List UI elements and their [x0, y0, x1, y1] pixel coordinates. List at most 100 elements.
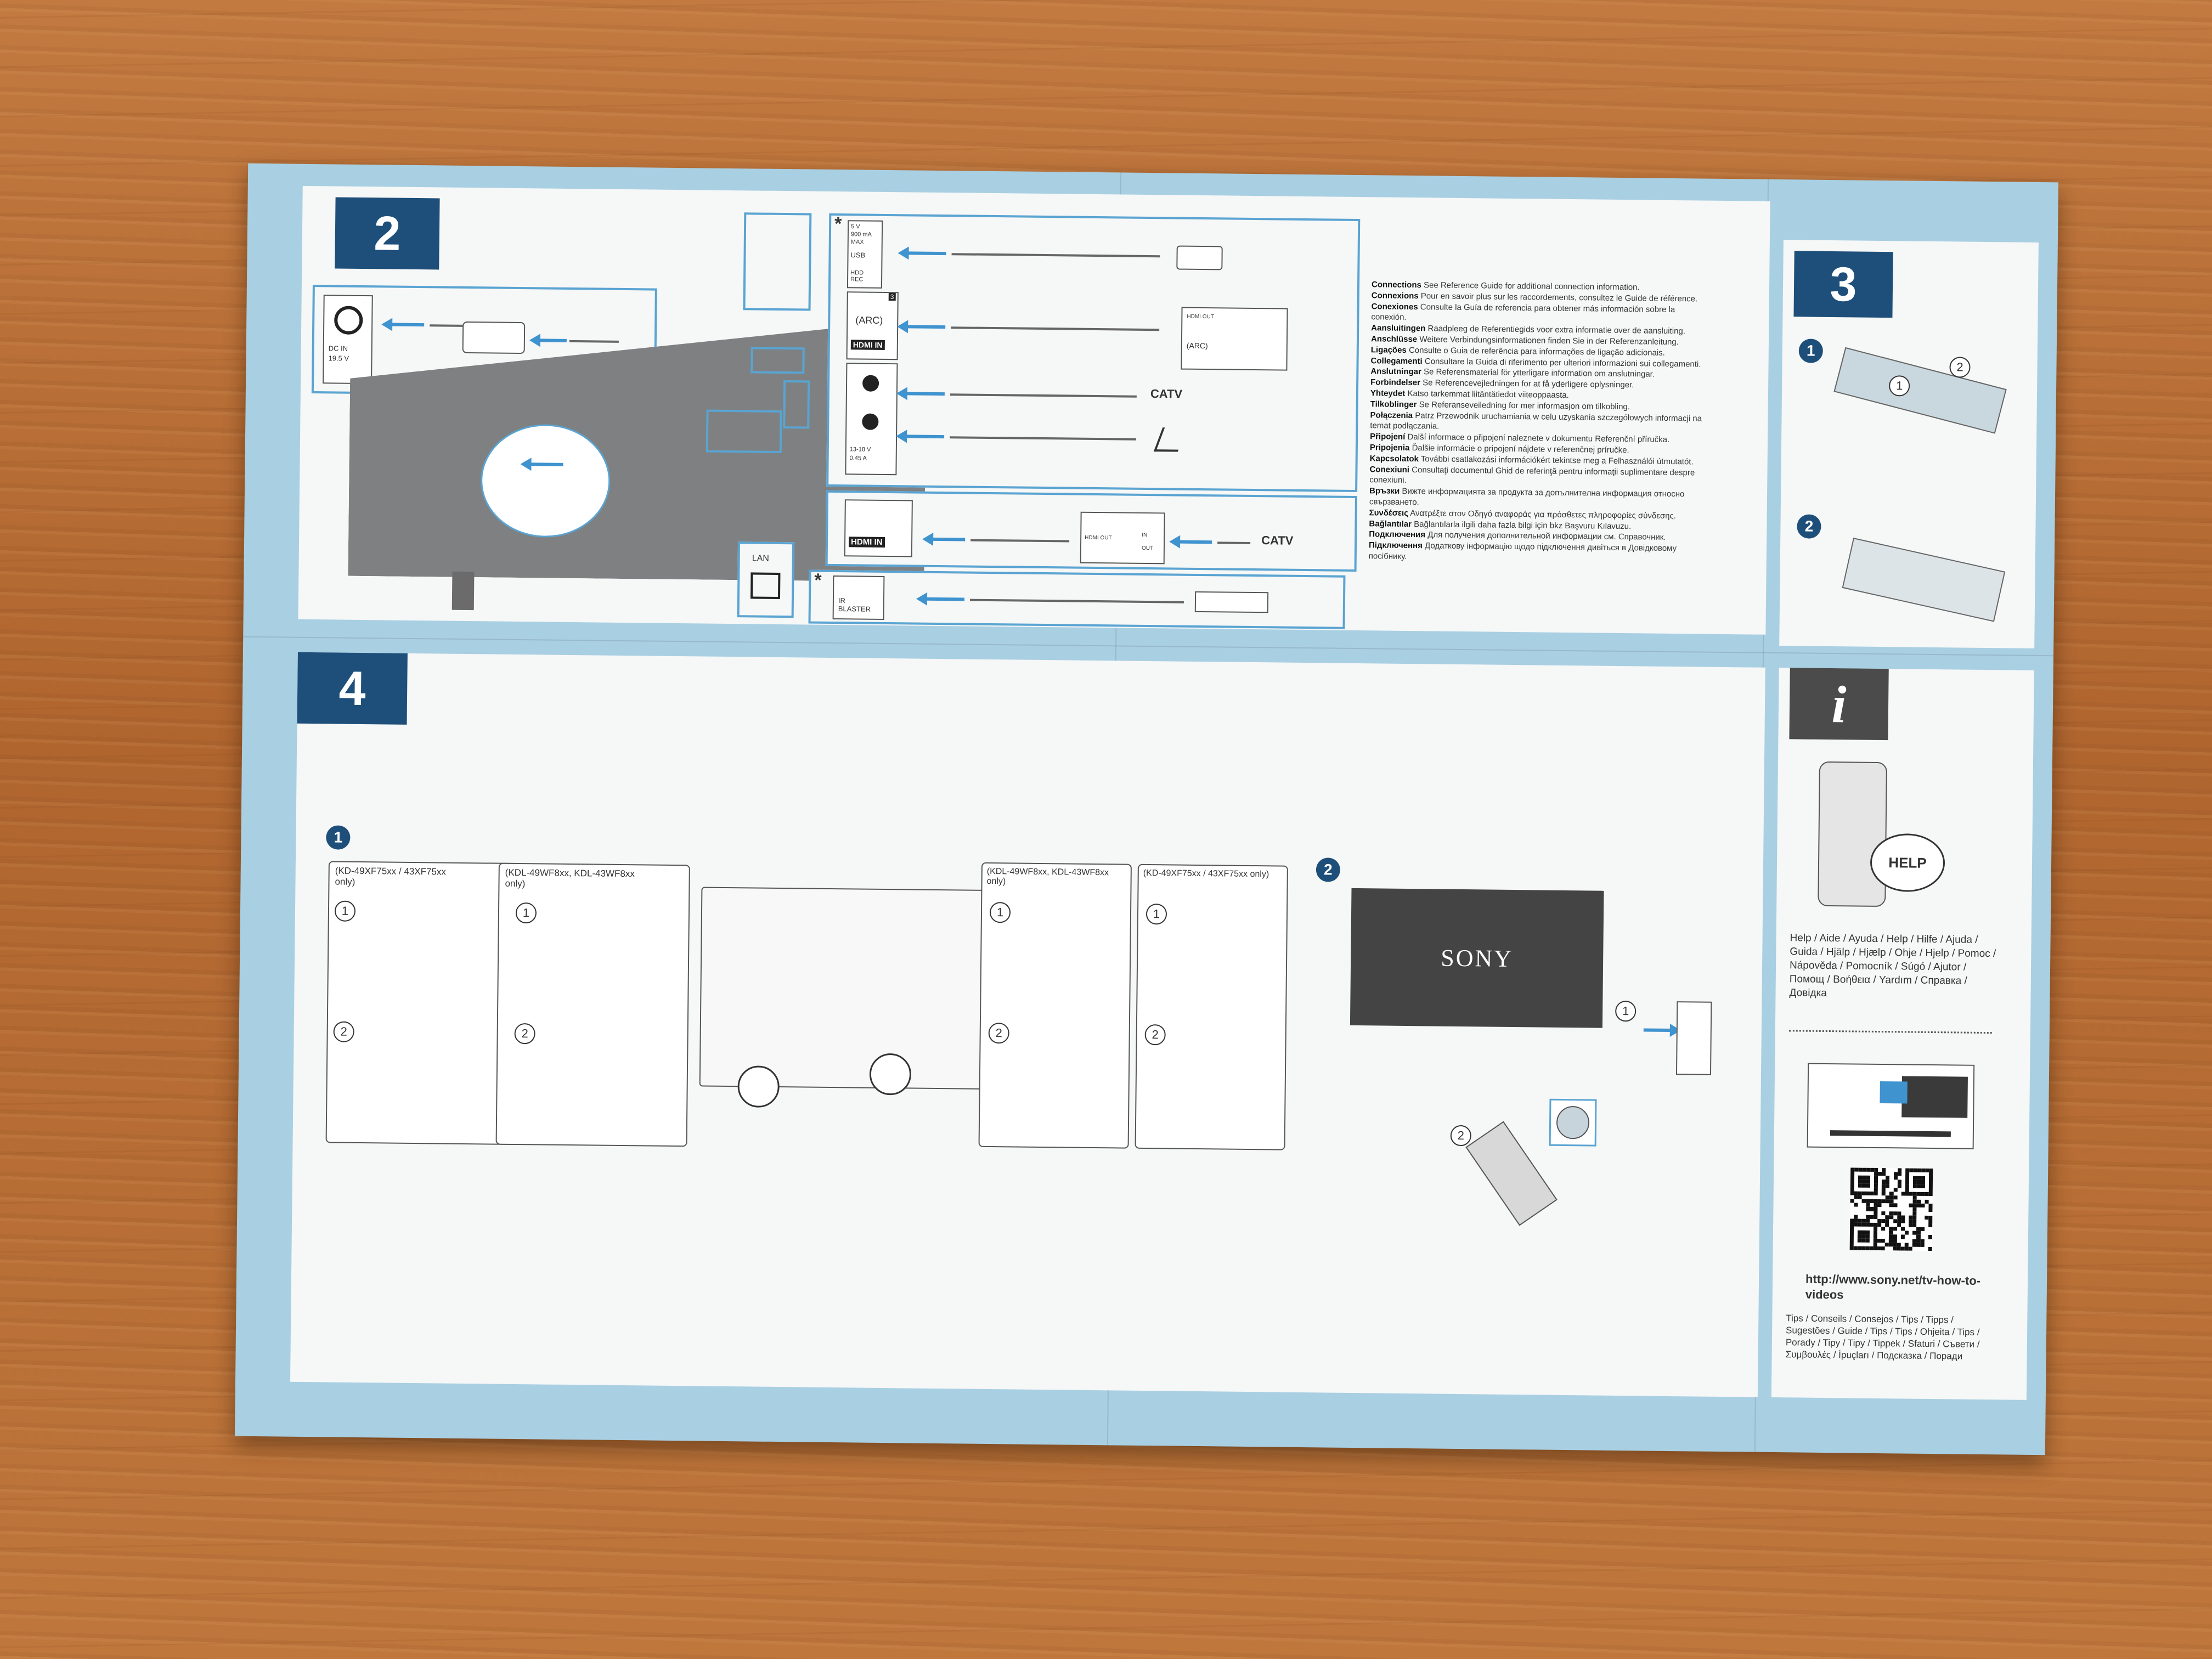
qr-module	[1881, 1218, 1886, 1223]
screen-block	[1901, 1076, 1968, 1118]
qr-module	[1893, 1219, 1897, 1223]
qr-module	[1925, 1168, 1929, 1173]
qr-module	[1897, 1219, 1901, 1223]
qr-module	[1886, 1180, 1890, 1184]
qr-module	[1874, 1215, 1878, 1219]
qr-module	[1905, 1184, 1910, 1188]
connection-box-ir: * IR BLASTER	[808, 569, 1346, 629]
qr-module	[1850, 1226, 1854, 1231]
qr-module	[1909, 1168, 1914, 1172]
qr-module	[1874, 1167, 1878, 1172]
arc-label: (ARC)	[855, 314, 883, 326]
step3-detail-2: 2	[1949, 357, 1971, 378]
qr-module	[1889, 1242, 1893, 1247]
qr-module	[1909, 1223, 1913, 1227]
connection-desc: Bağlantılarla ilgili daha fazla bilgi iç…	[1411, 519, 1632, 531]
connection-entry: Підключення Додаткову інформацію щодо пі…	[1369, 540, 1709, 565]
qr-module	[1854, 1222, 1858, 1227]
model-box-1: (KD-49XF75xx / 43XF75xx only) 1 2	[325, 861, 520, 1146]
hdd-rec-label: HDD REC	[850, 269, 864, 283]
connection-entry: Conexiones Consulte la Guía de referenci…	[1371, 301, 1711, 326]
connection-desc: See Reference Guide for additional conne…	[1421, 280, 1640, 292]
divider	[1788, 1030, 1992, 1034]
qr-module	[1849, 1234, 1854, 1239]
step3-sub2: 2	[1797, 514, 1821, 539]
satellite-dish-icon	[1153, 427, 1187, 452]
connection-desc: Ďalšie informácie o pripojení nájdete v …	[1409, 443, 1629, 455]
qr-module	[1893, 1227, 1897, 1231]
arc-small-label: (ARC)	[1186, 341, 1208, 351]
detail-2: 2	[514, 1023, 535, 1045]
qr-module	[1858, 1191, 1863, 1195]
tv-back-zoom-circle	[480, 424, 611, 538]
qr-module	[1901, 1192, 1905, 1196]
dc-in-label: DC IN	[328, 344, 348, 353]
qr-module	[1885, 1242, 1889, 1247]
qr-module	[1893, 1246, 1897, 1251]
qr-module	[1865, 1218, 1870, 1223]
qr-module	[1912, 1215, 1917, 1220]
qr-module	[1912, 1243, 1917, 1247]
qr-module	[1889, 1192, 1894, 1196]
ac-cable	[569, 340, 619, 343]
qr-module	[1916, 1204, 1921, 1208]
detail-1: 1	[989, 902, 1011, 923]
dc-volt-label: 19.5 V	[328, 354, 349, 363]
qr-module	[1925, 1200, 1929, 1204]
connection-entry: Връзки Вижте информацията за продукта за…	[1369, 486, 1709, 511]
qr-module	[1881, 1199, 1886, 1204]
connection-term: Връзки	[1369, 486, 1400, 496]
qr-module	[1917, 1184, 1921, 1188]
cable-clip-zoom	[737, 1065, 780, 1108]
qr-module	[1905, 1172, 1910, 1176]
qr-module	[1920, 1239, 1925, 1243]
qr-module	[1928, 1246, 1932, 1251]
how-to-url[interactable]: http://www.sony.net/tv-how-to-videos	[1805, 1272, 1981, 1302]
stb-hdmi-out: HDMI OUT	[1085, 534, 1112, 541]
usb-arrow	[907, 251, 946, 256]
cable-holder-callout	[743, 212, 812, 311]
sat-spec-2: 0.45 A	[849, 455, 867, 462]
qr-module	[1850, 1222, 1854, 1227]
port-area-highlight	[783, 380, 810, 429]
qr-module	[1861, 1222, 1866, 1227]
connection-box-main: * 5 V 900 mA MAX USB HDD REC 3 (ARC) HDM…	[826, 213, 1361, 492]
qr-module	[1850, 1179, 1855, 1184]
connection-term: Pripojenia	[1369, 443, 1410, 453]
qr-module	[1881, 1187, 1886, 1192]
model-label-3: (KDL-49WF8xx, KDL-43WF8xx only)	[986, 866, 1109, 887]
step3-detail-1: 1	[1888, 375, 1910, 397]
detail-2: 2	[333, 1021, 354, 1042]
qr-module	[1858, 1175, 1863, 1180]
qr-module	[1893, 1211, 1898, 1216]
qr-module	[1850, 1175, 1855, 1180]
qr-module	[1925, 1192, 1929, 1196]
hdmi-out-label: HDMI OUT	[1187, 313, 1214, 320]
qr-module	[1865, 1222, 1870, 1227]
connection-desc: Ανατρέξτε στον Οδηγό αναφοράς για πρόσθε…	[1408, 508, 1677, 521]
qr-module	[1897, 1246, 1901, 1251]
qr-module	[1849, 1230, 1854, 1234]
info-badge: i	[1789, 668, 1889, 741]
hdmi-arrow	[907, 325, 946, 329]
qr-module	[1849, 1238, 1854, 1243]
qr-module	[1893, 1195, 1898, 1200]
qr-module	[1893, 1238, 1897, 1243]
qr-module	[1928, 1172, 1933, 1177]
qr-module	[1912, 1211, 1917, 1216]
qr-module	[1874, 1183, 1878, 1188]
qr-module	[1897, 1180, 1901, 1184]
qr-module	[1909, 1203, 1913, 1208]
qr-module	[1870, 1207, 1874, 1211]
qr-module	[1850, 1171, 1855, 1176]
qr-module	[1866, 1167, 1870, 1172]
model-label-1: (KD-49XF75xx / 43XF75xx only)	[335, 865, 447, 887]
qr-module	[1866, 1199, 1870, 1204]
qr-module	[1920, 1243, 1925, 1247]
qr-module	[1909, 1215, 1913, 1220]
qr-module	[1865, 1234, 1870, 1239]
battery-cover-illustration	[1833, 347, 2007, 434]
qr-module	[1873, 1246, 1877, 1250]
qr-module	[1862, 1167, 1866, 1172]
qr-module	[1858, 1183, 1863, 1188]
